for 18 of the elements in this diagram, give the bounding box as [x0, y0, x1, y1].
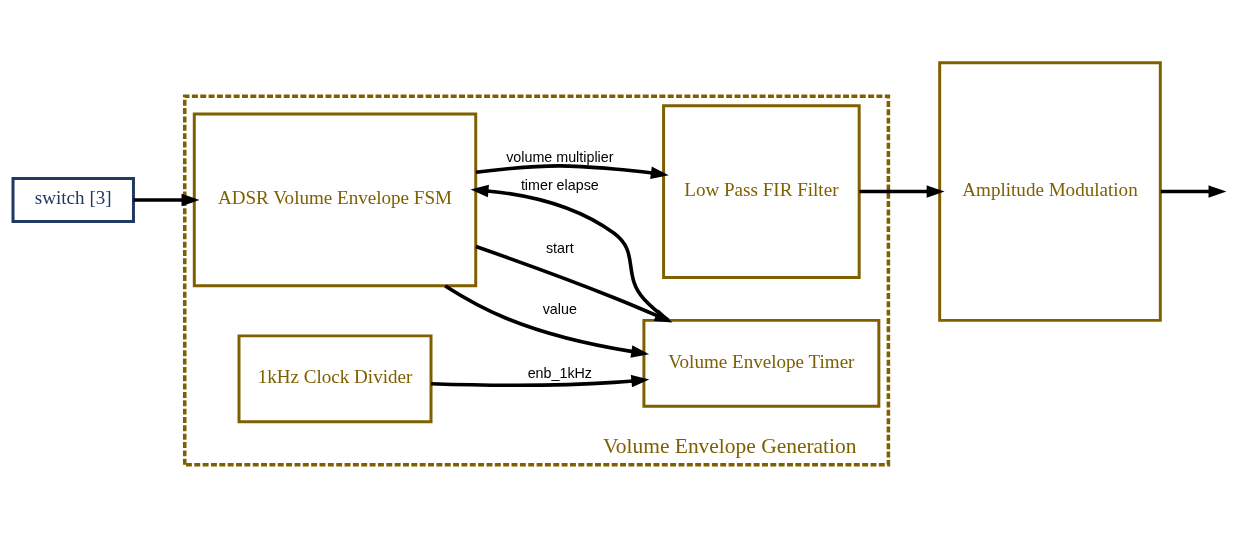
arrow: [444, 284, 650, 358]
arrow: [475, 164, 669, 179]
edge-label: value: [542, 300, 577, 317]
node-box: Volume Envelope Timer: [642, 318, 881, 408]
arrow: [470, 184, 670, 322]
edge-label: volume multiplier: [506, 149, 614, 166]
arrow: [859, 185, 945, 198]
edge-label: enb_1kHz: [527, 365, 593, 382]
node-box: 1kHz Clock Divider: [237, 334, 433, 424]
node-box: ADSR Volume Envelope FSM: [192, 112, 478, 288]
edge-label: start: [545, 240, 574, 257]
arrow: [1160, 185, 1227, 198]
edge-label: timer elapse: [520, 176, 599, 193]
node-box: Low Pass FIR Filter: [662, 104, 861, 279]
node-box: Amplitude Modulation: [938, 61, 1162, 322]
arrow: [431, 374, 650, 388]
node-box: switch [3]: [11, 176, 135, 223]
arrow: [133, 193, 200, 207]
